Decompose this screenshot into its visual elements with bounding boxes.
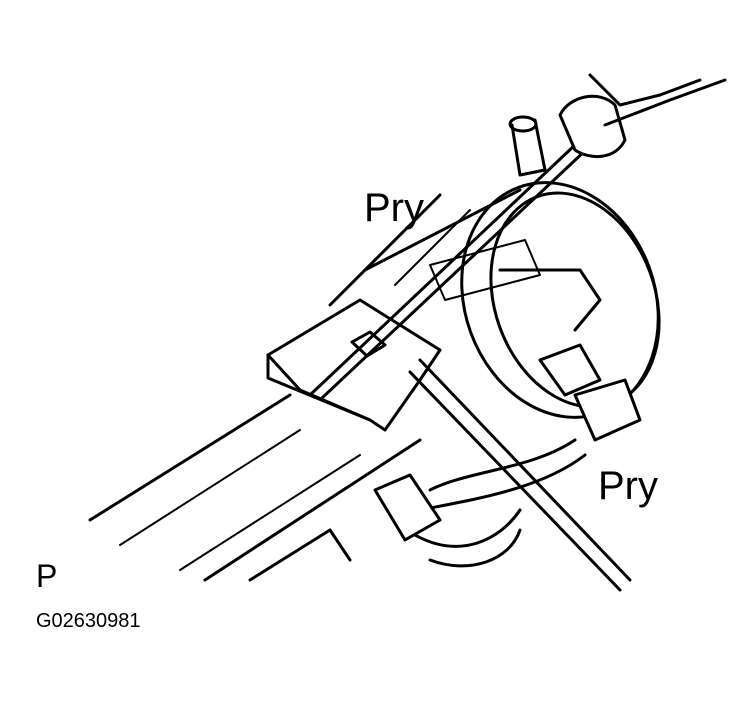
top-pipe bbox=[508, 115, 547, 177]
screwdriver-upper bbox=[308, 73, 727, 400]
column-tube bbox=[88, 393, 422, 582]
screwdriver-lower bbox=[408, 358, 632, 592]
view-letter-label: P bbox=[36, 558, 58, 594]
wire-harness bbox=[373, 343, 642, 568]
figure-code-label: G02630981 bbox=[36, 610, 141, 632]
pry-label-upper: Pry bbox=[364, 186, 424, 230]
column-clamp bbox=[266, 298, 442, 432]
pry-label-lower: Pry bbox=[598, 464, 658, 508]
